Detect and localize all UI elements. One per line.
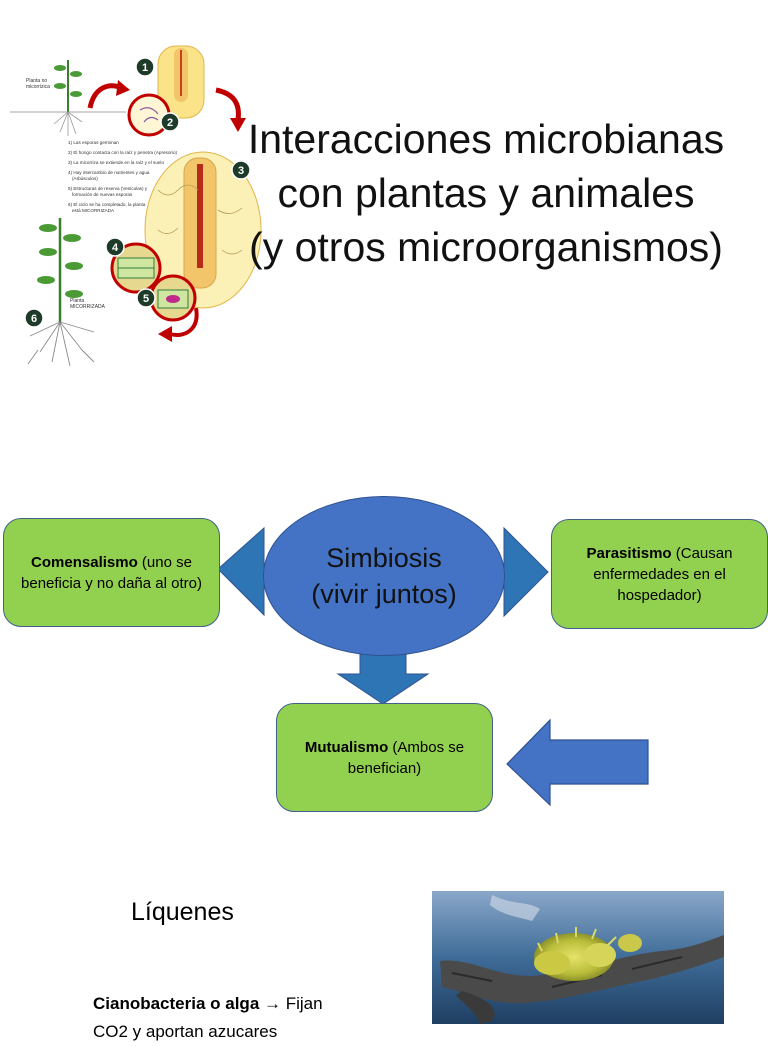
plant-large-illustration: Planta MICORRIZADA <box>27 218 106 367</box>
parasitismo-box: Parasitismo (Causan enfermedades en el h… <box>551 519 768 629</box>
plant-small-illustration: Planta no micorrizica <box>10 60 126 136</box>
simbiosis-ellipse: Simbiosis (vivir juntos) <box>263 496 505 656</box>
mutualismo-term: Mutualismo <box>304 738 389 756</box>
bullet-term: Cianobacteria o alga <box>93 994 260 1013</box>
arrow-icon: → <box>259 994 286 1013</box>
large-root-illustration <box>144 151 262 309</box>
symbiosis-arrows <box>217 526 649 807</box>
comensalismo-desc: (uno se beneficia y no daña al otro) <box>21 553 202 592</box>
title-line: Interacciones microbianas <box>247 116 725 162</box>
section-title: Líquenes <box>131 898 234 926</box>
step-number: 4 <box>112 242 119 254</box>
bullet-line2: CO2 y aportan azucares <box>93 1022 278 1041</box>
comensalismo-box: Comensalismo (uno se beneficia y no daña… <box>3 518 220 627</box>
simbiosis-label: Simbiosis (vivir juntos) <box>311 543 457 609</box>
step-number: 6 <box>31 313 37 325</box>
plant-label-1: Planta no <box>26 78 47 84</box>
mutualismo-box: Mutualismo (Ambos se benefician) <box>276 703 493 812</box>
arrow-left-large-icon <box>506 718 649 807</box>
step-number: 2 <box>167 117 173 129</box>
step-text: (Arbúsculos) <box>72 176 98 181</box>
step-text: está MICORRIZADA <box>72 208 115 213</box>
mycorrhiza-cycle-diagram: Planta no micorrizica Planta MIC <box>10 45 262 367</box>
step-text: 3) La micorriza se extiende en la raíz y… <box>68 160 164 165</box>
bullet-text: Cianobacteria o alga → Fijan CO2 y aport… <box>93 990 383 1046</box>
page-title: Interacciones microbianas con plantas y … <box>226 112 746 274</box>
mutualismo-desc: (Ambos se benefician) <box>347 738 465 777</box>
step-text: 1) Las esporas germinan <box>68 140 119 145</box>
bullet-rest: Fijan <box>285 994 323 1013</box>
step-number: 1 <box>142 62 148 74</box>
step-number: 5 <box>143 293 149 305</box>
step-number: 3 <box>238 165 244 177</box>
step-text: 2) El hongo contacta con la raíz y penet… <box>68 150 178 155</box>
step-text: 5) Estructuras de reserva (Vesículas) y <box>68 186 148 191</box>
arrow-left-icon <box>217 526 265 617</box>
step-text: formación de nuevas esporas <box>72 192 133 197</box>
step-text: 6) El ciclo se ha completado, la planta <box>68 202 146 207</box>
plant-label-3: Planta <box>70 298 84 304</box>
plant-label-4: MICORRIZADA <box>70 304 106 310</box>
lichen-photo <box>432 891 724 1024</box>
arrow-right-icon <box>503 526 549 618</box>
root-tip-illustration <box>157 45 205 119</box>
parasitismo-term: Parasitismo <box>586 544 672 562</box>
title-line: (y otros microorganismos) <box>249 224 723 270</box>
parasitismo-desc: (Causan enfermedades en el hospedador) <box>593 544 733 604</box>
comensalismo-term: Comensalismo <box>31 553 138 571</box>
title-line: con plantas y animales <box>277 170 695 216</box>
plant-label-2: micorrizica <box>26 84 50 90</box>
step-text: 4) Hay intercambio de nutrientes y agua <box>68 170 150 175</box>
